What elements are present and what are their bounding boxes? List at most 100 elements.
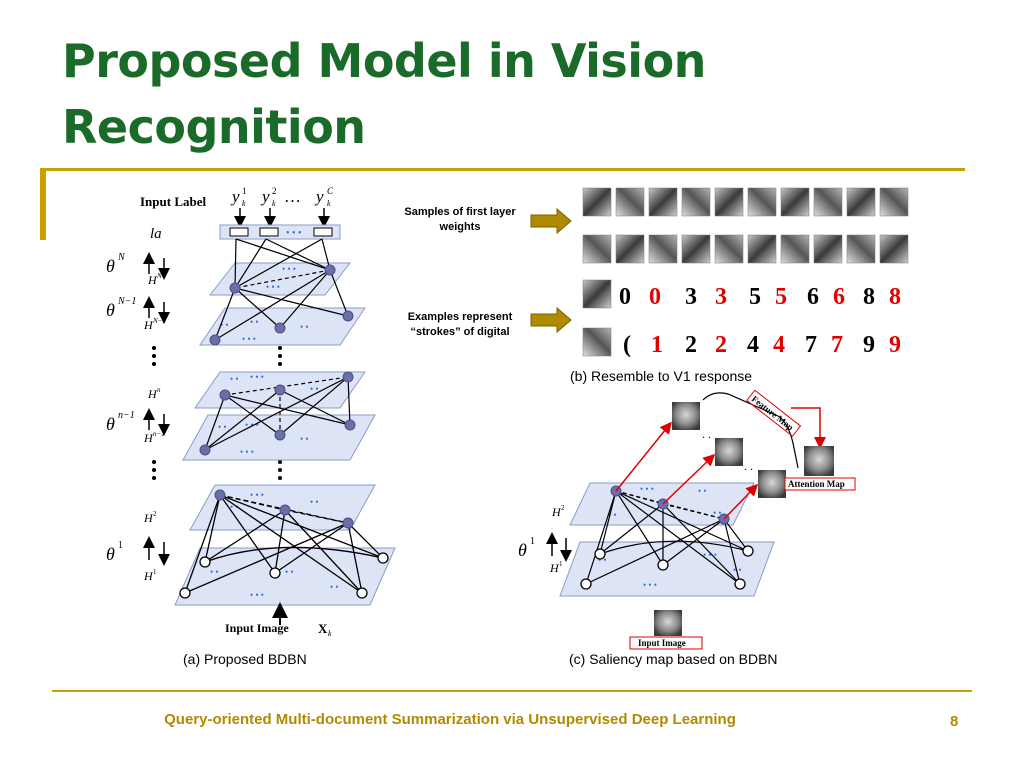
node-H1-5 — [377, 552, 389, 564]
svg-text:• • •: • • • — [242, 334, 256, 344]
node-H1-right-3 — [657, 559, 669, 571]
node-H1-right-4 — [734, 578, 746, 590]
node-H1-3 — [269, 567, 281, 579]
node-Hn1-3 — [344, 419, 356, 431]
note-strokes: Examples represent “strokes” of digital — [407, 311, 513, 338]
svg-text:• • •: • • • — [703, 550, 717, 560]
label-yc-sup: C — [327, 186, 334, 196]
title-accent-bar — [40, 168, 46, 240]
node-Hn-3 — [342, 371, 354, 383]
svg-text:• • •: • • • — [245, 420, 259, 430]
label-y1-sup: 1 — [242, 186, 247, 196]
digit-r3-8: 6 — [833, 284, 845, 310]
input-image-right-label: Input Image — [638, 638, 686, 648]
node-H2-2 — [279, 504, 291, 516]
svg-text:• • •: • • • — [282, 264, 296, 274]
label-Hn: H — [147, 387, 158, 401]
svg-text:• •: • • — [250, 317, 259, 327]
input-image-xk-sub: k — [328, 629, 332, 638]
label-yc-sub: k — [327, 199, 331, 208]
label-Hn-sup: n — [157, 386, 161, 394]
digit-r4-1: ( — [623, 332, 631, 358]
svg-text:• •: • • — [230, 502, 239, 512]
node-HN-2 — [324, 264, 336, 276]
node-H1-right-1 — [594, 548, 606, 560]
node-HN1-1 — [209, 334, 221, 346]
svg-text:• • •: • • • — [286, 228, 302, 239]
slide-title: Proposed Model in Vision Recognition — [62, 28, 962, 160]
node-H2-1 — [214, 489, 226, 501]
attention-map-label: Attention Map — [788, 479, 845, 489]
feature-face-3 — [758, 470, 786, 498]
note-first-layer-weights: Samples of first layer weights — [404, 206, 516, 233]
bdbn-diagram: Input Label y 1 k y 2 k … y C k • • • la… — [106, 186, 396, 638]
svg-text:• •: • • — [300, 322, 309, 332]
node-Hn-2 — [274, 384, 286, 396]
label-H2: H — [143, 511, 154, 525]
input-image-label: Input Image — [225, 621, 289, 635]
label-yc: y — [314, 187, 324, 206]
svg-text:• •: • • — [698, 486, 707, 496]
label-H1: H — [143, 569, 154, 583]
svg-text:• •: • • — [230, 374, 239, 384]
label-y2-sub: k — [272, 199, 276, 208]
node-HN1-3 — [342, 310, 354, 322]
input-face — [654, 610, 682, 636]
v1-response-figure: 0 0 3 3 5 5 6 6 8 8 ( 1 2 2 4 4 7 7 9 9 — [530, 187, 909, 358]
label-theta1: θ — [106, 544, 115, 564]
label-thetaN: θ — [106, 256, 115, 276]
plane-H1-right — [559, 541, 775, 597]
digit-r3-2: 0 — [649, 284, 661, 310]
label-thetan1: θ — [106, 414, 115, 434]
digit-r4-6: 4 — [773, 332, 785, 358]
svg-text:• • •: • • • — [250, 372, 264, 382]
node-H1-right-5 — [742, 545, 754, 557]
attention-face — [804, 446, 834, 476]
digit-r3-3: 3 — [685, 284, 697, 310]
svg-text:• •: • • — [218, 422, 227, 432]
label-box — [219, 224, 341, 240]
svg-text:• •: • • — [310, 384, 319, 394]
node-HN-1 — [229, 282, 241, 294]
label-theta1-right-sup: 1 — [530, 536, 535, 547]
caption-a: (a) Proposed BDBN — [183, 651, 307, 667]
digit-r3-9: 8 — [863, 284, 875, 310]
label-HN: H — [147, 273, 158, 287]
svg-text:• • •: • • • — [643, 580, 657, 590]
label-thetaN-sup: N — [117, 252, 126, 263]
label-y2: y — [260, 187, 270, 206]
footer-text: Query-oriented Multi-document Summarizat… — [164, 711, 736, 728]
strokes-pointer-arrow — [530, 306, 572, 334]
digit-r4-7: 7 — [805, 332, 817, 358]
label-y1: y — [230, 187, 240, 206]
node-HN1-2 — [274, 322, 286, 334]
label-Hn1-sup: n−1 — [153, 430, 165, 438]
svg-text:• • •: • • • — [240, 447, 254, 457]
digit-r4-4: 2 — [715, 332, 727, 358]
label-H1-right-sup: 1 — [559, 560, 563, 568]
label-thetan1-sup: n−1 — [118, 410, 135, 421]
label-la: la — [150, 226, 162, 242]
digit-r4-5: 4 — [747, 332, 759, 358]
feature-face-2 — [715, 438, 743, 466]
svg-text:. .: . . — [744, 459, 753, 473]
label-theta1-sup: 1 — [118, 540, 123, 551]
caption-c: (c) Saliency map based on BDBN — [569, 651, 778, 667]
svg-text:• •: • • — [330, 582, 339, 592]
label-H2-right-sup: 2 — [561, 504, 565, 512]
label-y2-sup: 2 — [272, 186, 277, 196]
label-H1-right: H — [549, 561, 560, 575]
node-H1-right-2 — [580, 578, 592, 590]
slide-title-line1: Proposed Model in Vision — [62, 34, 706, 88]
digit-r4-3: 2 — [685, 332, 697, 358]
node-Hn1-1 — [199, 444, 211, 456]
svg-text:• •: • • — [310, 497, 319, 507]
plane-H1 — [174, 547, 396, 606]
label-H1-sup: 1 — [153, 568, 157, 576]
label-Hn1: H — [143, 431, 154, 445]
node-Hn1-2 — [274, 429, 286, 441]
page-number: 8 — [950, 713, 959, 730]
svg-text:• •: • • — [598, 555, 607, 565]
svg-text:• •: • • — [713, 508, 722, 518]
node-Hn-1 — [219, 389, 231, 401]
